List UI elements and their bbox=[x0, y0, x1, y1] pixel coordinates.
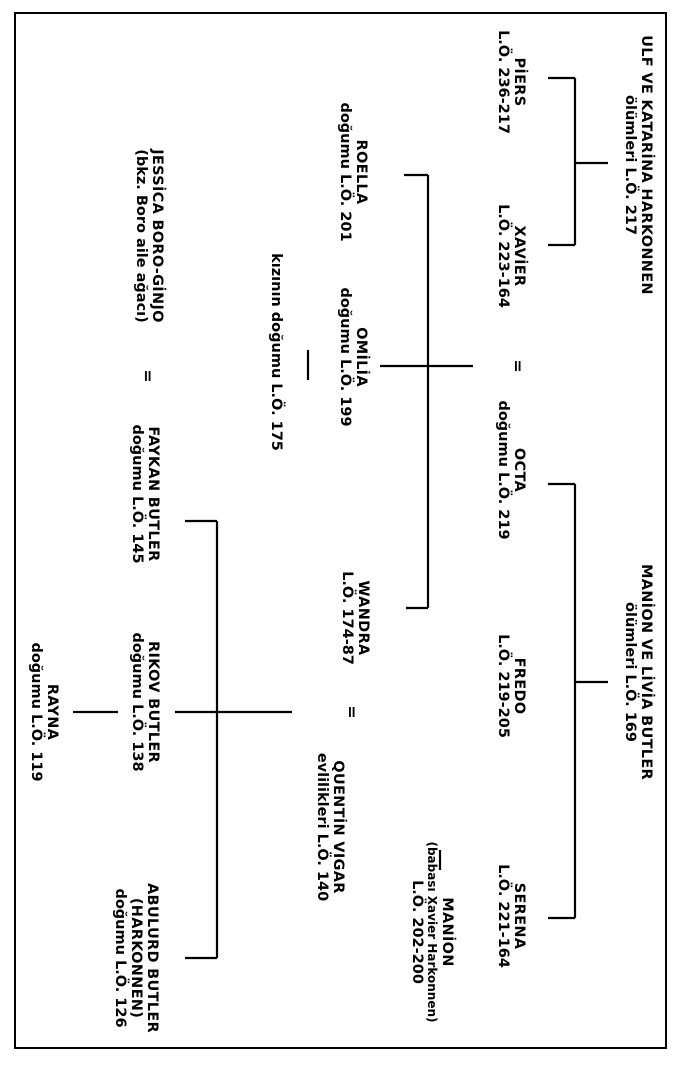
manion-child-name: MANİON bbox=[439, 897, 455, 967]
line-harkonnen-children bbox=[548, 76, 608, 247]
rayna-date: doğumu L.Ö. 119 bbox=[28, 642, 44, 782]
manion-child-note: (babası Xavier Harkonnen) bbox=[425, 841, 439, 1023]
faykan-date: doğumu L.Ö. 145 bbox=[129, 424, 145, 564]
piers-date: L.Ö. 236-217 bbox=[495, 30, 511, 134]
wandra-date: L.Ö. 174-87 bbox=[339, 571, 355, 665]
jessica-name: JESSİCA BORO-GİNJO bbox=[149, 149, 165, 323]
quentin-name: QUENTİN VIGAR bbox=[330, 760, 346, 894]
piers-name: PİERS bbox=[511, 57, 527, 107]
jessica-note: (bkz. Boro aile ağacı) bbox=[133, 149, 149, 323]
roella-date: doğumu L.Ö. 201 bbox=[337, 102, 353, 242]
serena-date: L.Ö. 221-164 bbox=[495, 864, 511, 968]
fredo-date: L.Ö. 219-205 bbox=[495, 634, 511, 738]
line-vigar-children bbox=[175, 519, 292, 960]
octa-name: OCTA bbox=[511, 447, 527, 493]
rikov-date: doğumu L.Ö. 138 bbox=[129, 632, 145, 772]
omilia-date: doğumu L.Ö. 199 bbox=[337, 287, 353, 427]
xavier-name: XAVİER bbox=[511, 225, 527, 287]
octa-date: doğumu L.Ö. 219 bbox=[495, 400, 511, 540]
omilia-daughter-birth: kızının doğumu L.Ö. 175 bbox=[268, 253, 284, 451]
wandra-name: WANDRA bbox=[355, 580, 371, 656]
diagram-frame bbox=[14, 12, 667, 1049]
line-butler-children bbox=[548, 482, 608, 920]
quentin-date: evlilikleri L.Ö. 140 bbox=[314, 752, 330, 902]
rayna-name: RAYNA bbox=[44, 683, 60, 741]
ulf-katarina-name: ULF VE KATARİNA HARKONNEN bbox=[638, 35, 654, 295]
abulurd-note: (HARKONNEN) bbox=[128, 897, 144, 1019]
line-roella-omilia bbox=[380, 173, 473, 610]
serena-name: SERENA bbox=[511, 882, 527, 950]
rikov-name: RIKOV BUTLER bbox=[145, 641, 161, 763]
xavier-date: L.Ö. 223-164 bbox=[495, 204, 511, 308]
abulurd-date: doğumu L.Ö. 126 bbox=[112, 888, 128, 1028]
roella-name: ROELLA bbox=[353, 139, 369, 205]
manion-livia-date: ölümleri L.Ö. 169 bbox=[622, 602, 638, 742]
manion-child-date: L.Ö. 202-200 bbox=[409, 880, 425, 984]
manion-livia-name: MANİON VE LİVİA BUTLER bbox=[638, 563, 654, 781]
ulf-katarina-date: ölümleri L.Ö. 217 bbox=[622, 95, 638, 235]
faykan-name: FAYKAN BUTLER bbox=[145, 426, 161, 562]
omilia-name: OMİLİA bbox=[353, 327, 369, 387]
abulurd-name: ABULURD BUTLER bbox=[144, 882, 160, 1034]
fredo-name: FREDO bbox=[511, 657, 527, 715]
